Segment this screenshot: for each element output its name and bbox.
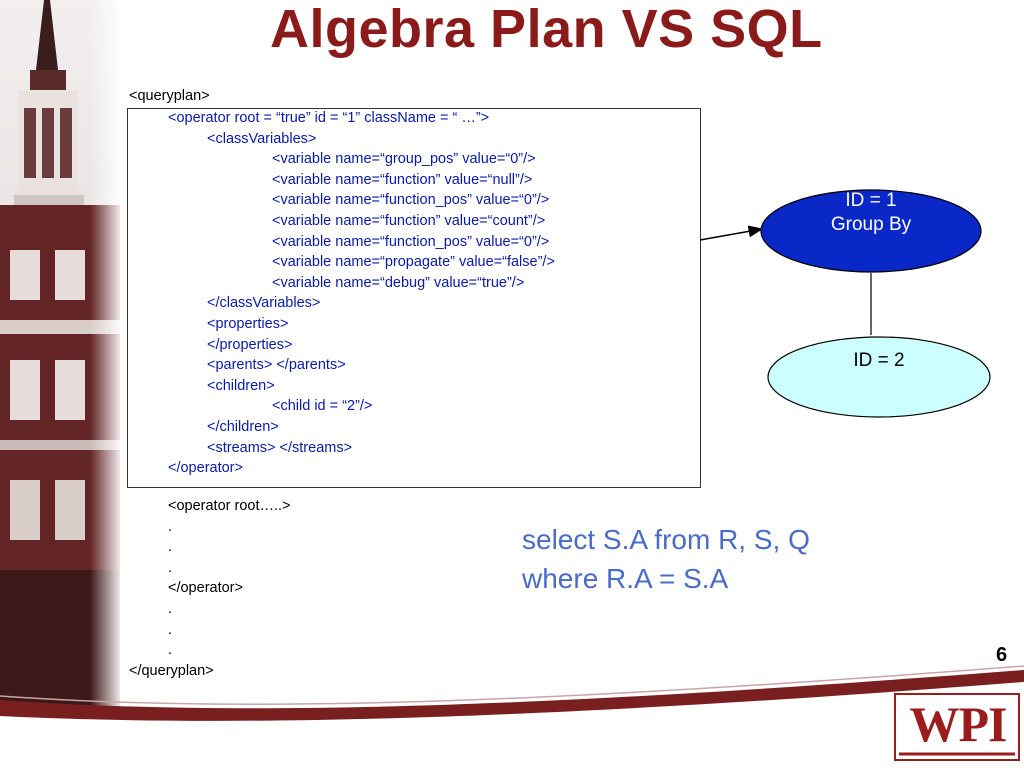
node-operator-text: Group By xyxy=(830,214,912,235)
node-id-text: ID = 2 xyxy=(853,350,905,371)
code-line: <properties> xyxy=(207,315,289,332)
node-group-by-label: ID = 1 Group By xyxy=(760,189,982,237)
code-line: <variable name=“function” value=“null”/> xyxy=(272,171,533,188)
code-line: </classVariables> xyxy=(207,295,321,312)
wpi-logo-icon xyxy=(894,693,1020,761)
pointer-arrow xyxy=(699,225,764,241)
code-line: </children> xyxy=(207,418,279,435)
sql-line: where R.A = S.A xyxy=(522,563,729,594)
code-line: . xyxy=(168,539,173,556)
page-number: 6 xyxy=(996,644,1008,666)
node-id2-shape xyxy=(767,336,991,418)
code-line: </operator> xyxy=(168,460,243,477)
sql-query: select S.A from R, S, Q where R.A = S.A xyxy=(522,520,810,598)
page-title: Algebra Plan VS SQL xyxy=(270,0,823,59)
code-line: . xyxy=(168,621,173,638)
node-id2-label: ID = 2 xyxy=(768,349,990,373)
footer-swoosh xyxy=(0,665,1024,721)
operator-code-block: <operator root = “true” id = “1” classNa… xyxy=(168,108,555,479)
code-line: <variable name=“group_pos” value=“0”/> xyxy=(272,151,536,168)
code-line: <streams> </streams> xyxy=(207,439,353,456)
code-line: </properties> xyxy=(207,336,293,353)
code-line: <variable name=“propagate” value=“false”… xyxy=(272,254,555,271)
code-line: <variable name=“function” value=“count”/… xyxy=(272,212,546,229)
code-line: <queryplan> xyxy=(129,88,210,104)
tail-code-block: <operator root…..> . . . </operator> . .… xyxy=(129,496,291,681)
operator-box xyxy=(127,108,701,488)
tower-photo-icon xyxy=(0,0,120,715)
code-line: . xyxy=(168,642,173,659)
code-line: <variable name=“function_pos” value=“0”/… xyxy=(272,192,550,209)
code-line: <variable name=“debug” value=“true”/> xyxy=(272,274,525,291)
code-line: . xyxy=(168,559,173,576)
code-line: . xyxy=(168,518,173,535)
sql-line: select S.A from R, S, Q xyxy=(522,524,810,555)
code-line: </operator> xyxy=(168,580,243,597)
code-line: <children> xyxy=(207,377,275,394)
operator-tree-diagram xyxy=(699,189,991,418)
code-root-open: <queryplan> xyxy=(129,86,210,107)
code-line: . xyxy=(168,600,173,617)
code-line: <operator root = “true” id = “1” classNa… xyxy=(168,110,490,126)
code-line: <variable name=“function_pos” value=“0”/… xyxy=(272,233,550,250)
code-line: <classVariables> xyxy=(207,130,317,147)
node-group-by-shape xyxy=(760,189,982,273)
code-line: <operator root…..> xyxy=(168,498,291,514)
code-line: <parents> </parents> xyxy=(207,357,346,374)
code-line: </queryplan> xyxy=(129,662,214,679)
code-line: <child id = “2”/> xyxy=(272,398,373,415)
node-id-text: ID = 1 xyxy=(845,190,897,211)
wpi-logo-text: WPI xyxy=(909,696,1008,752)
